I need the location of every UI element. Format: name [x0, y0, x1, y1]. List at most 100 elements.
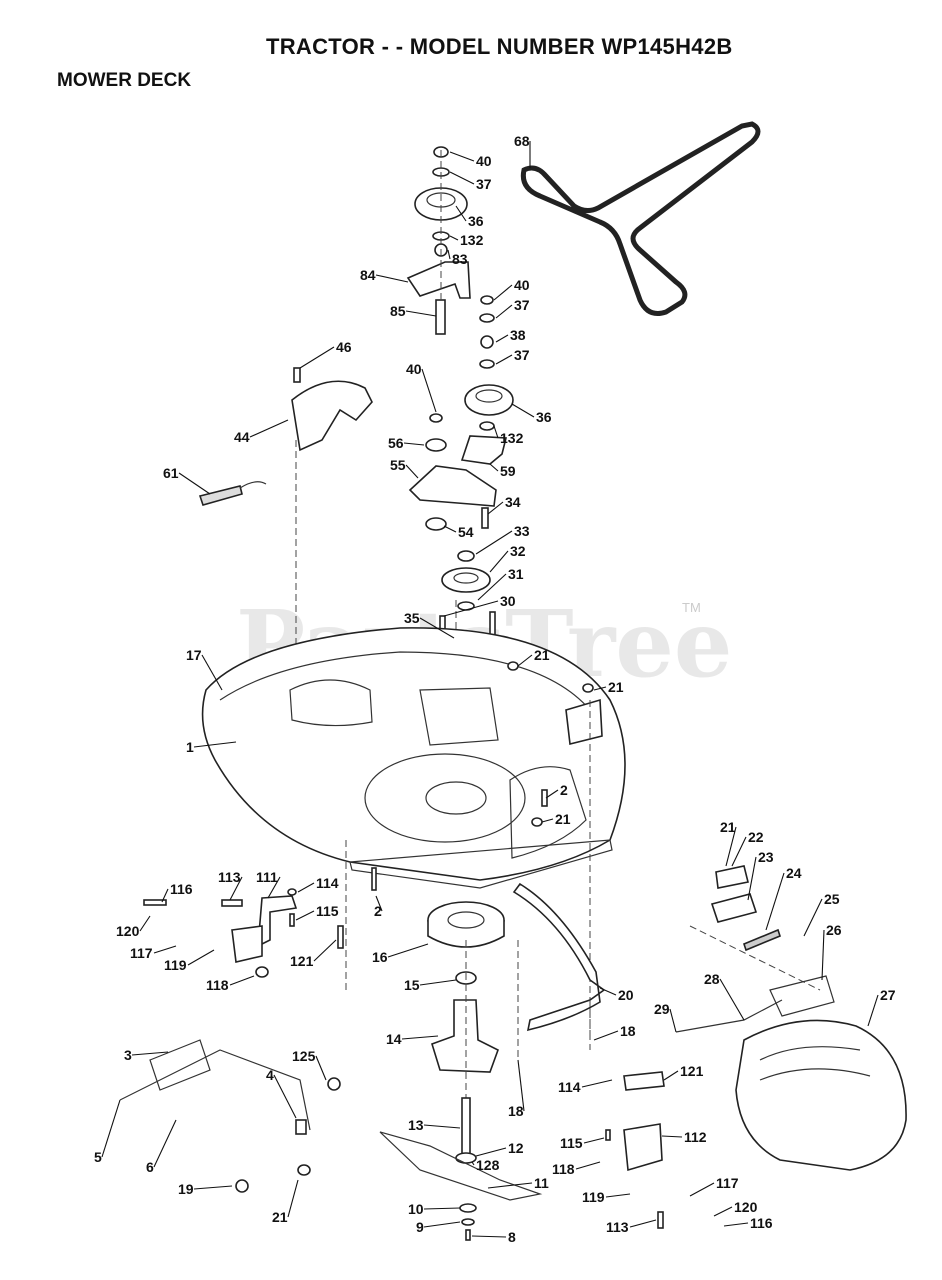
- callout-56: 56: [388, 435, 425, 451]
- nut-114: [287, 888, 297, 896]
- callout-label: 118: [552, 1161, 575, 1177]
- callout-83: 83: [447, 249, 468, 267]
- callout-leader: [719, 978, 745, 1021]
- callout-leader: [447, 249, 451, 260]
- callout-label: 27: [880, 987, 896, 1003]
- callout-36: 36: [455, 205, 484, 229]
- callout-leader: [449, 171, 475, 185]
- screw-115: [289, 913, 295, 927]
- callout-leader: [495, 334, 509, 343]
- callout-21: 21: [517, 647, 550, 667]
- callout-label: 121: [290, 953, 314, 969]
- callout-3: 3: [124, 1047, 169, 1063]
- callout-label: 3: [124, 1047, 132, 1063]
- callout-label: 6: [146, 1159, 154, 1175]
- callout-label: 16: [372, 949, 388, 965]
- callout-label: 9: [416, 1219, 424, 1235]
- bolt-46: [293, 367, 301, 383]
- callout-leader: [475, 1147, 507, 1157]
- hood-27: [735, 1019, 907, 1171]
- callout-12: 12: [475, 1140, 524, 1157]
- callout-leader: [287, 1179, 299, 1218]
- callout-10: 10: [408, 1201, 461, 1217]
- bracket-23: [710, 893, 758, 923]
- callout-label: 46: [336, 339, 352, 355]
- callout-leader: [273, 1074, 297, 1119]
- bolt-113-right: [657, 1211, 664, 1229]
- screw-115-right: [605, 1129, 611, 1141]
- idler-bracket-84: [406, 261, 471, 299]
- callout-label: 132: [500, 430, 524, 446]
- callout-label: 85: [390, 303, 406, 319]
- callout-13: 13: [408, 1117, 461, 1133]
- nut-40-center: [429, 413, 443, 423]
- callout-leader: [575, 1161, 601, 1170]
- callout-label: 17: [186, 647, 202, 663]
- callout-1: 1: [186, 739, 237, 755]
- bushing-125: [327, 1077, 341, 1091]
- callout-leader: [153, 945, 177, 954]
- callout-118: 118: [206, 975, 255, 993]
- drive-belt: [520, 121, 761, 316]
- callout-21: 21: [593, 679, 624, 695]
- callout-label: 115: [316, 903, 339, 919]
- callout-132: 132: [493, 425, 524, 446]
- callout-label: 8: [508, 1229, 516, 1245]
- washer-56: [425, 438, 447, 452]
- callout-leader: [489, 463, 499, 472]
- callout-leader: [493, 284, 513, 301]
- callout-119: 119: [164, 949, 215, 973]
- callout-9: 9: [416, 1219, 461, 1235]
- wheel-118: [255, 966, 269, 978]
- axle-bracket-26: [769, 975, 835, 1017]
- callout-leader: [153, 1119, 177, 1168]
- callout-leader: [713, 1206, 733, 1217]
- callout-label: 38: [510, 327, 526, 343]
- callout-112: 112: [661, 1129, 707, 1145]
- callout-116: 116: [161, 881, 193, 903]
- callout-leader: [229, 975, 255, 986]
- callout-117: 117: [689, 1175, 739, 1197]
- callout-label: 25: [824, 891, 840, 907]
- callout-113: 113: [606, 1219, 657, 1235]
- callout-leader: [449, 151, 475, 162]
- callout-leader: [725, 826, 737, 867]
- callout-label: 20: [618, 987, 634, 1003]
- callout-label: 56: [388, 435, 404, 451]
- callout-55: 55: [390, 457, 419, 479]
- callout-label: 34: [505, 494, 521, 510]
- callout-16: 16: [372, 943, 429, 965]
- lift-arm-6: [119, 1049, 311, 1131]
- callout-leader: [455, 205, 467, 222]
- callout-leader: [421, 368, 437, 413]
- callout-leader: [669, 1008, 677, 1033]
- callout-20: 20: [599, 987, 634, 1003]
- callout-label: 113: [218, 869, 241, 885]
- nut-21-bottom: [297, 1164, 311, 1176]
- callout-label: 117: [130, 945, 153, 961]
- callout-leader: [493, 425, 499, 439]
- callout-leader: [545, 789, 559, 799]
- callout-leader: [477, 573, 507, 601]
- callout-leader: [229, 876, 243, 901]
- callout-37: 37: [495, 347, 530, 365]
- callout-leader: [297, 882, 315, 893]
- idler-bracket-59: [460, 435, 508, 465]
- callout-label: 83: [452, 251, 468, 267]
- callout-2: 2: [545, 782, 568, 799]
- callout-8: 8: [471, 1229, 516, 1245]
- callout-116: 116: [723, 1215, 773, 1231]
- callout-label: 31: [508, 566, 524, 582]
- deck-bracket-right: [565, 698, 603, 745]
- wheel-bracket-119: [231, 925, 263, 963]
- callout-leader: [443, 600, 499, 617]
- callout-59: 59: [489, 463, 516, 479]
- nut-33: [457, 550, 475, 562]
- bolt-8: [465, 1229, 471, 1241]
- callout-label: 21: [720, 819, 736, 835]
- callout-40: 40: [493, 277, 530, 301]
- section-subtitle: MOWER DECK: [57, 70, 192, 91]
- callout-label: 120: [116, 923, 140, 939]
